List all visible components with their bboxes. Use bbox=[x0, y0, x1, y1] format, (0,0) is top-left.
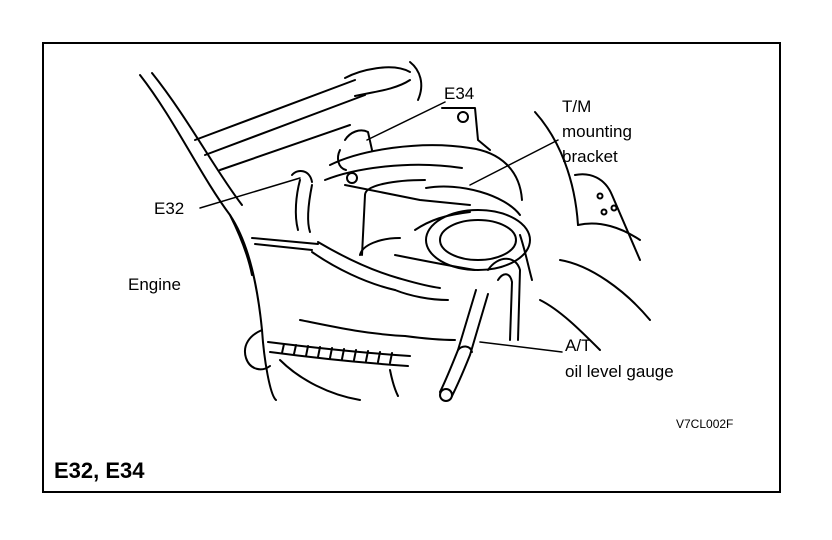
at-gauge-label-line1: A/T bbox=[565, 336, 592, 355]
callout-leaders bbox=[199, 101, 563, 353]
at-gauge-label-line2: oil level gauge bbox=[565, 362, 674, 381]
wiring-harness bbox=[251, 169, 449, 301]
at-oil-level-gauge bbox=[439, 257, 521, 402]
figure-code: V7CL002F bbox=[676, 417, 734, 431]
e32-leader bbox=[199, 177, 301, 209]
upper-tube bbox=[194, 61, 423, 171]
e32-label: E32 bbox=[154, 199, 185, 218]
body-panel-right bbox=[519, 111, 651, 351]
figure-frame bbox=[42, 42, 781, 493]
engine-label: Engine bbox=[128, 275, 181, 294]
e34-leader bbox=[366, 101, 446, 141]
tm-bracket-label-line1: T/M bbox=[562, 97, 592, 116]
lower-frame bbox=[267, 319, 456, 401]
tm-bracket-leader bbox=[469, 139, 559, 186]
engine-contour bbox=[139, 72, 277, 401]
tm-bracket-label-line2: mounting bbox=[562, 122, 632, 141]
figure-caption: E32, E34 bbox=[54, 458, 145, 483]
mount-cylinder bbox=[359, 179, 531, 271]
e34-label: E34 bbox=[444, 84, 475, 103]
tm-bracket-label-line3: bracket bbox=[562, 147, 618, 166]
tm-mounting-bracket bbox=[324, 107, 523, 206]
at-gauge-leader bbox=[479, 341, 563, 353]
